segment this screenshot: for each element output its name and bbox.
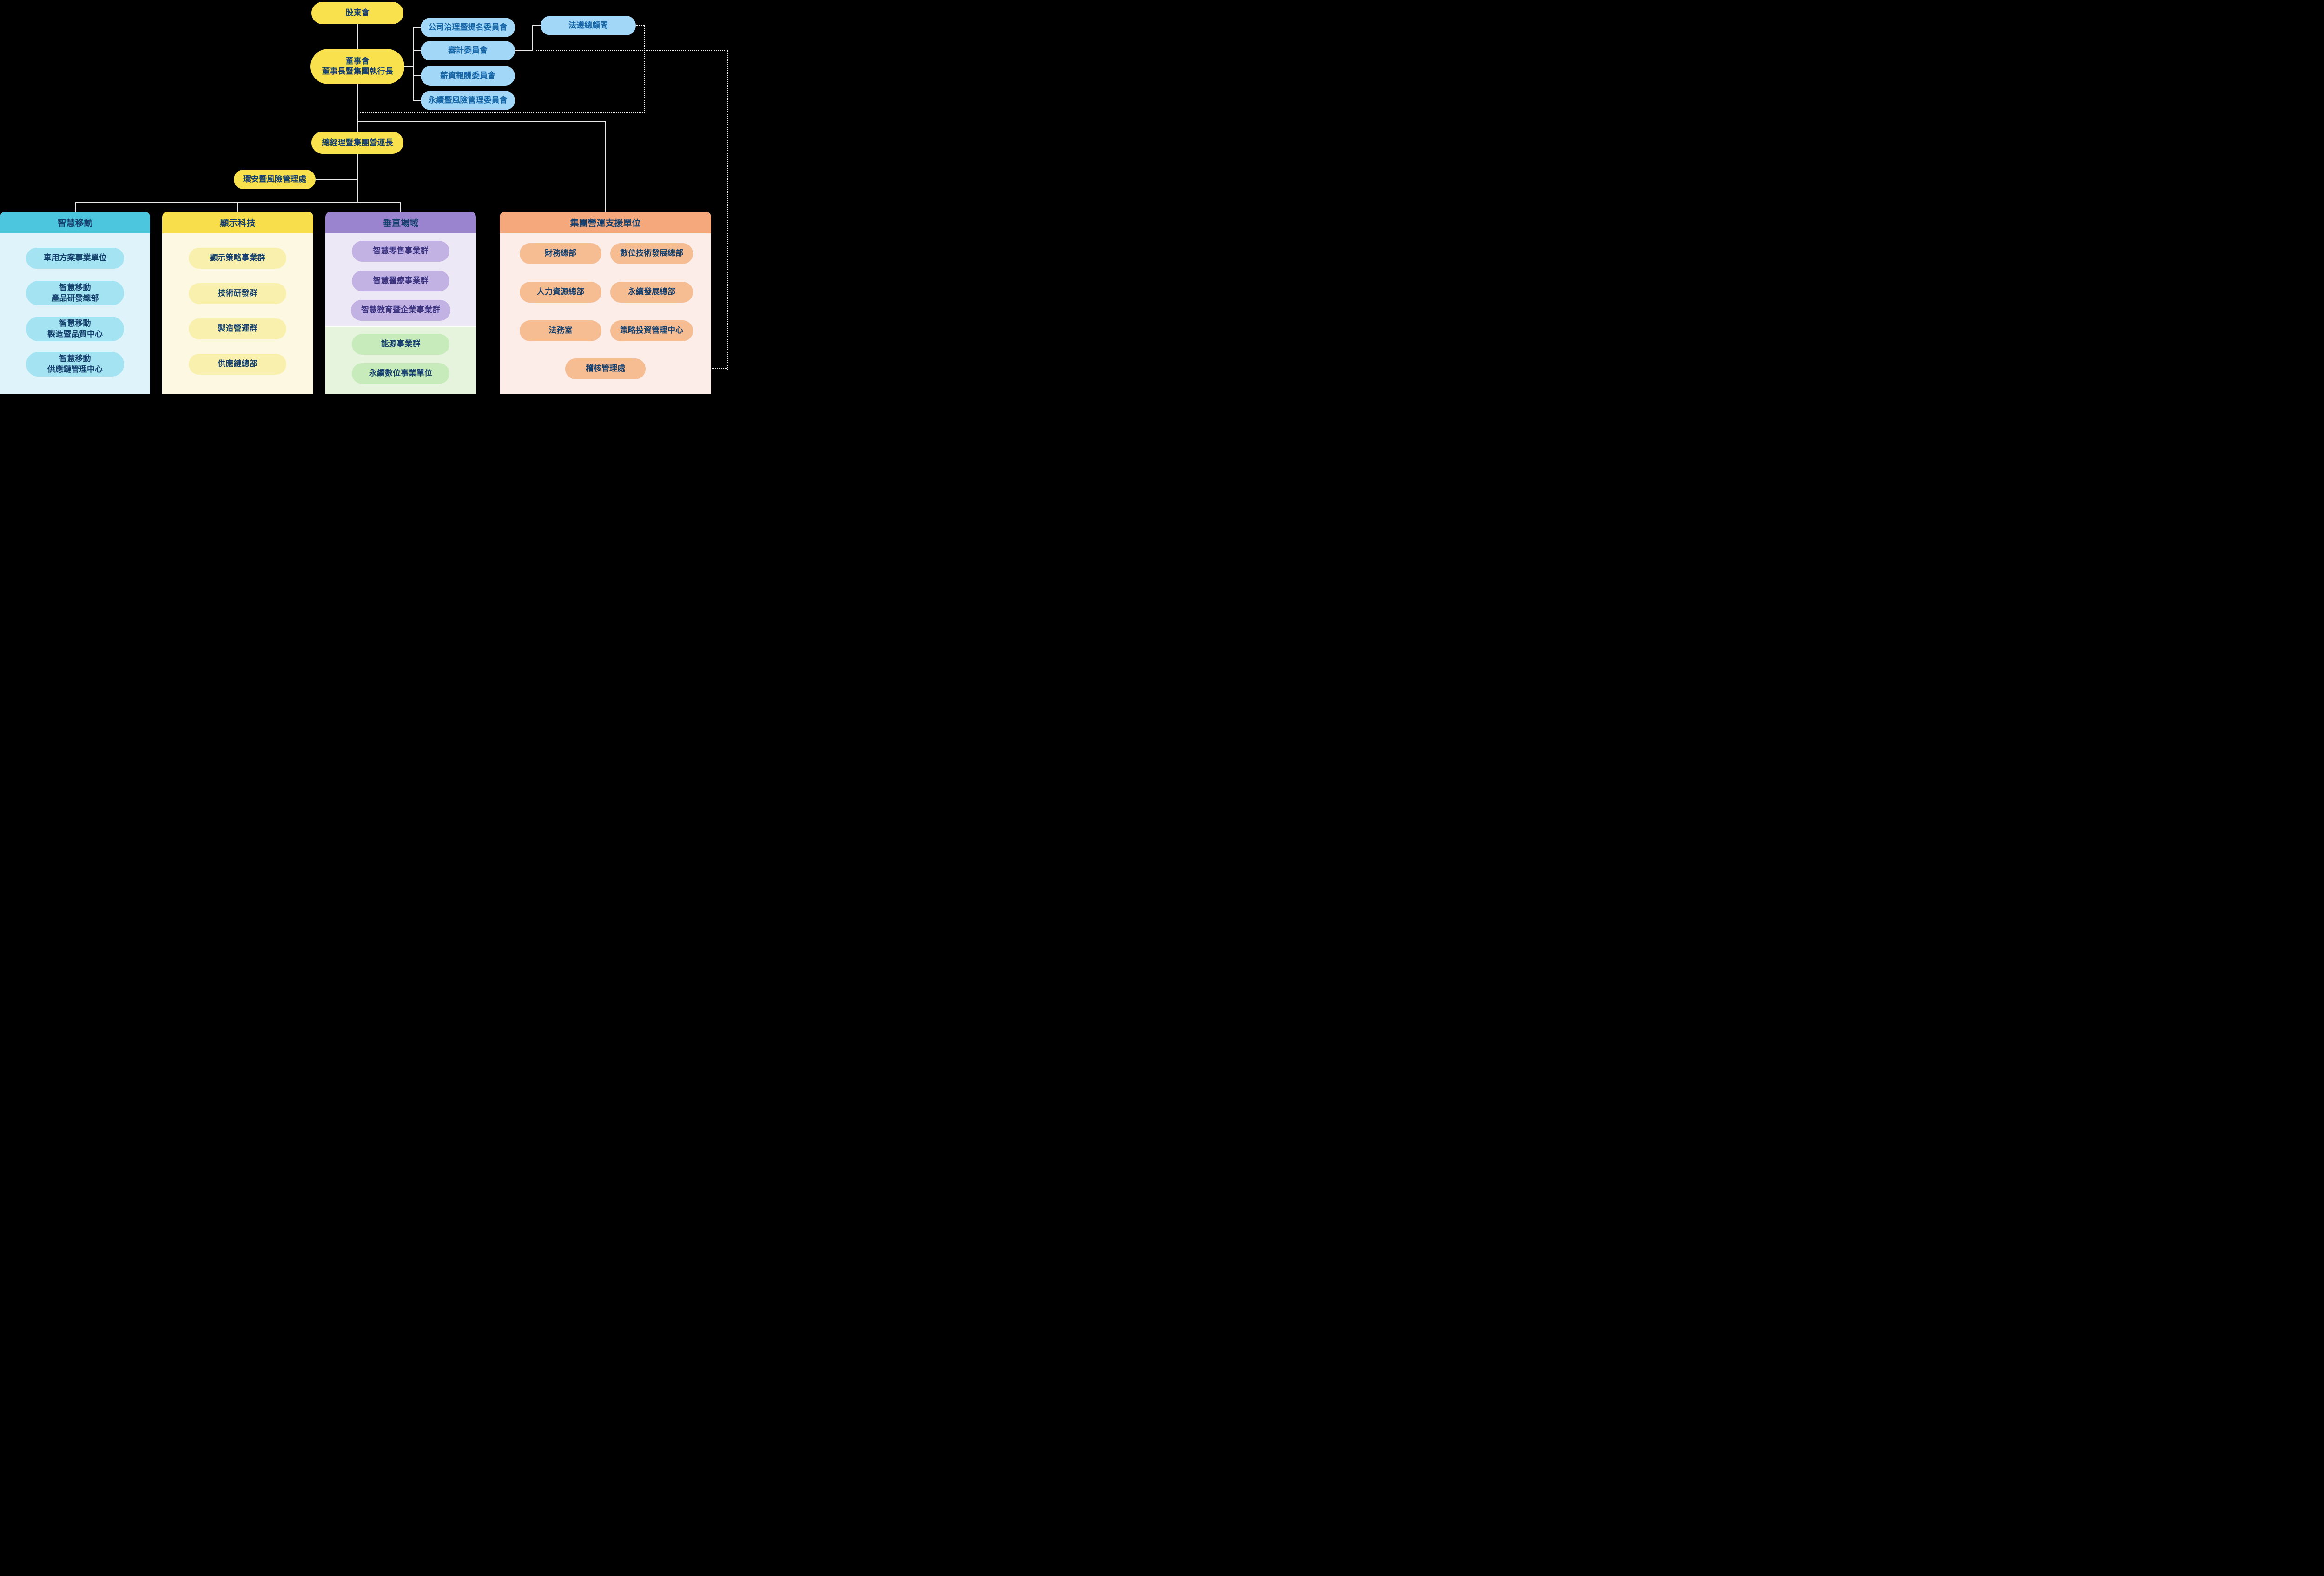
support-item-sustainability: 永續發展總部 <box>610 282 693 303</box>
smart-mobility-item-2: 智慧移動 製造暨品質中心 <box>26 317 124 341</box>
connector-board-support-h <box>357 121 606 122</box>
connector-board-support-v <box>605 122 606 212</box>
dotted-compliance-to-main <box>357 112 645 113</box>
connector-board-bracket <box>404 66 413 67</box>
item-label: 永續發展總部 <box>628 287 675 297</box>
item-label: 稽核管理處 <box>586 364 625 374</box>
committee-sustainability-risk: 永續暨風險管理委員會 <box>421 91 515 110</box>
smart-mobility-item-1: 智慧移動 產品研發總部 <box>26 281 124 305</box>
item-label: 智慧零售事業群 <box>373 246 429 256</box>
item-label: 法務室 <box>548 326 573 336</box>
panel-vertical-header: 垂直場域 <box>325 212 476 233</box>
committee-label: 審計委員會 <box>448 46 488 55</box>
item-label: 智慧移動 <box>59 319 91 329</box>
connector-ehs-main <box>316 179 357 180</box>
item-label: 顯示策略事業群 <box>210 253 265 263</box>
panel-title: 顯示科技 <box>220 218 256 228</box>
panel-smart-mobility-header: 智慧移動 <box>0 212 150 233</box>
committee-compensation: 薪資報酬委員會 <box>421 66 515 86</box>
dotted-right-edge <box>727 50 728 370</box>
connector-committee-stub-4 <box>413 100 421 101</box>
node-shareholders-label: 股東會 <box>345 8 370 18</box>
item-label: 智慧移動 <box>59 354 91 364</box>
connector-drop-vertical <box>400 202 401 212</box>
committee-label: 永續暨風險管理委員會 <box>428 95 508 105</box>
node-ehs-label: 環安暨風險管理處 <box>243 174 306 184</box>
node-compliance-label: 法遵總顧問 <box>568 20 608 30</box>
node-compliance-advisor: 法遵總顧問 <box>541 16 636 35</box>
item-label: 車用方案事業單位 <box>43 253 107 263</box>
committee-label: 薪資報酬委員會 <box>440 71 495 80</box>
committee-label: 公司治理暨提名委員會 <box>428 22 508 32</box>
org-chart: 股東會 董事會 董事長暨集團執行長 公司治理暨提名委員會 審計委員會 薪資報酬委… <box>0 0 732 394</box>
item-label: 人力資源總部 <box>537 287 584 297</box>
item-label: 供應鏈管理中心 <box>47 364 103 374</box>
committee-audit: 審計委員會 <box>421 41 515 60</box>
connector-audit-to-elbow <box>515 50 533 51</box>
display-item-1: 技術研發群 <box>189 283 286 304</box>
item-label: 策略投資管理中心 <box>620 326 683 336</box>
support-item-hr: 人力資源總部 <box>520 282 601 303</box>
smart-mobility-item-3: 智慧移動 供應鏈管理中心 <box>26 352 124 377</box>
panel-title: 垂直場域 <box>383 218 418 228</box>
item-label: 智慧教育暨企業事業群 <box>361 305 440 315</box>
dotted-compliance-right <box>636 25 645 26</box>
item-label: 製造暨品質中心 <box>47 329 103 339</box>
vertical-item-retail: 智慧零售事業群 <box>352 241 449 262</box>
item-label: 技術研發群 <box>218 289 257 298</box>
display-item-3: 供應鏈總部 <box>189 354 286 375</box>
item-label: 智慧醫療事業群 <box>373 276 429 286</box>
connector-elbow-to-compliance <box>532 25 541 26</box>
connector-distribution <box>75 202 401 203</box>
item-label: 數位技術發展總部 <box>620 249 683 258</box>
item-label: 財務總部 <box>545 249 576 258</box>
panel-title: 智慧移動 <box>57 218 93 228</box>
connector-elbow-up <box>532 25 533 51</box>
panel-support-header: 集團營運支援單位 <box>500 212 711 233</box>
node-ehs-risk: 環安暨風險管理處 <box>234 170 316 189</box>
node-shareholders: 股東會 <box>311 2 403 24</box>
committee-governance-nomination: 公司治理暨提名委員會 <box>421 18 515 37</box>
support-item-strategic-investment: 策略投資管理中心 <box>610 320 693 341</box>
support-item-legal: 法務室 <box>520 320 601 341</box>
display-item-0: 顯示策略事業群 <box>189 248 286 269</box>
node-coo-label: 總經理暨集團營運長 <box>322 138 393 147</box>
support-item-finance: 財務總部 <box>520 243 601 264</box>
connector-committee-bracket <box>413 27 414 101</box>
panel-display-header: 顯示科技 <box>162 212 313 233</box>
dotted-audit-right <box>535 50 728 51</box>
support-item-digital-tech: 數位技術發展總部 <box>610 243 693 264</box>
node-coo: 總經理暨集團營運長 <box>311 132 403 154</box>
display-item-2: 製造營運群 <box>189 318 286 339</box>
vertical-item-medical: 智慧醫療事業群 <box>352 271 449 291</box>
connector-drop-mobility <box>75 202 76 212</box>
node-board: 董事會 董事長暨集團執行長 <box>310 49 404 84</box>
smart-mobility-item-0: 車用方案事業單位 <box>26 248 124 269</box>
connector-board-coo <box>357 84 358 132</box>
connector-shareholders-board <box>357 24 358 49</box>
vertical-item-education-enterprise: 智慧教育暨企業事業群 <box>351 300 450 321</box>
item-label: 製造營運群 <box>218 324 257 334</box>
item-label: 產品研發總部 <box>51 293 99 303</box>
panel-title: 集團營運支援單位 <box>570 218 641 228</box>
vertical-item-energy: 能源事業群 <box>352 334 449 355</box>
connector-drop-display <box>237 202 238 212</box>
dotted-compliance-down <box>644 25 645 113</box>
connector-committee-stub-2 <box>413 50 421 51</box>
connector-committee-stub-1 <box>413 27 421 28</box>
item-label: 永續數位事業單位 <box>369 369 432 378</box>
item-label: 供應鏈總部 <box>218 359 257 369</box>
item-label: 智慧移動 <box>59 283 91 293</box>
support-item-audit-office: 稽核管理處 <box>565 358 646 379</box>
node-board-line2: 董事長暨集團執行長 <box>322 67 393 76</box>
node-board-line1: 董事會 <box>345 56 370 66</box>
connector-coo-distribution <box>357 154 358 202</box>
vertical-item-sustainable-digital: 永續數位事業單位 <box>352 363 449 384</box>
connector-committee-stub-3 <box>413 75 421 76</box>
item-label: 能源事業群 <box>381 339 421 349</box>
